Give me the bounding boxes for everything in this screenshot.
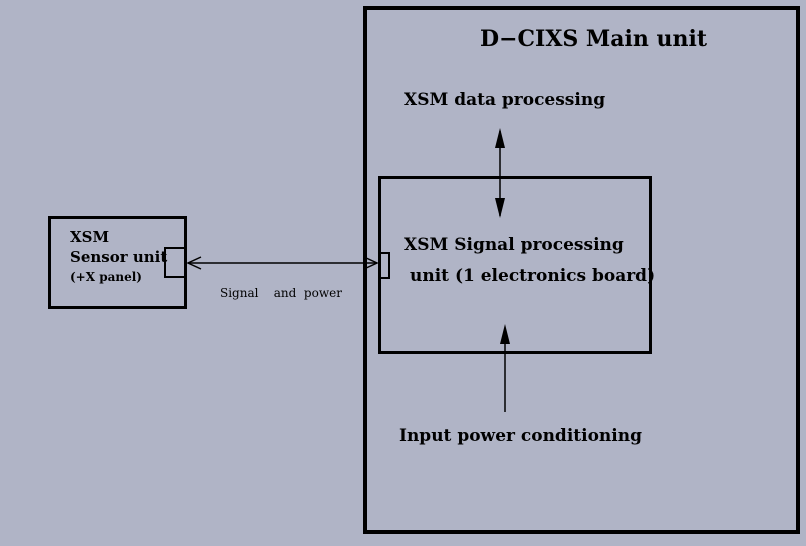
signal-power-arrowhead-left: [186, 256, 202, 270]
main-unit-title: D−CIXS Main unit: [480, 26, 708, 52]
signal-power-label: Signal and power: [220, 286, 342, 300]
signal-power-arrowhead-right: [363, 256, 379, 270]
sensor-unit-line3: (+X panel): [70, 270, 142, 284]
sensor-unit-line2: Sensor unit: [70, 248, 168, 266]
sensor-connector-port: [164, 247, 186, 278]
power-conditioning-label: Input power conditioning: [399, 426, 642, 446]
data-processing-label: XSM data processing: [404, 90, 606, 110]
signal-board-line1: XSM Signal processing: [404, 235, 624, 255]
sensor-unit-line1: XSM: [70, 228, 110, 246]
signal-board-line2: unit (1 electronics board): [410, 266, 656, 286]
data-processing-arrowhead-up: [495, 128, 505, 148]
main-unit-box: [363, 6, 800, 534]
data-processing-arrowhead-down: [495, 198, 505, 218]
board-connector-port: [378, 252, 390, 279]
power-arrowhead-up: [500, 324, 510, 344]
